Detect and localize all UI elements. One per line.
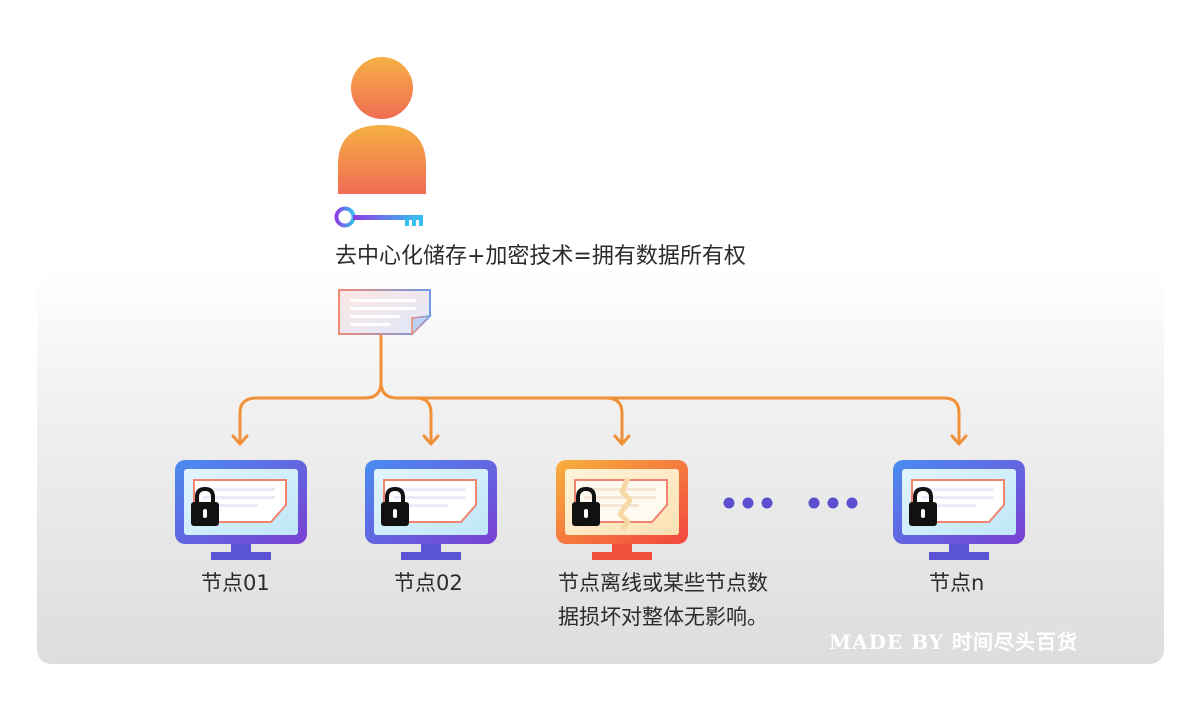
- arrow-heads: [231, 434, 968, 446]
- lock-icon: [381, 486, 409, 526]
- lock-icon: [572, 486, 600, 526]
- lock-icon: [191, 486, 219, 526]
- node-n-label: 节点n: [929, 571, 985, 595]
- node-01-label: 节点01: [201, 571, 270, 595]
- node-n-monitor: [893, 460, 1025, 560]
- user-icon: [338, 57, 426, 194]
- node-damaged-monitor: [556, 460, 688, 560]
- crack-icon: [617, 477, 633, 532]
- lock-icon: [909, 486, 937, 526]
- headline-text: 去中心化储存+加密技术=拥有数据所有权: [335, 244, 746, 269]
- node-02-label: 节点02: [394, 571, 463, 595]
- ellipsis-dots: [723, 497, 858, 509]
- node-01-monitor: [175, 460, 307, 560]
- node-damaged-label-line2: 据损坏对整体无影响。: [558, 605, 768, 629]
- node-02-monitor: [365, 460, 497, 560]
- watermark-text: MADE BY 时间尽头百货: [829, 630, 1078, 654]
- key-icon: [334, 206, 423, 228]
- document-icon: [338, 289, 433, 336]
- distribution-arrows: [238, 334, 961, 445]
- node-damaged-label-line1: 节点离线或某些节点数: [558, 571, 768, 595]
